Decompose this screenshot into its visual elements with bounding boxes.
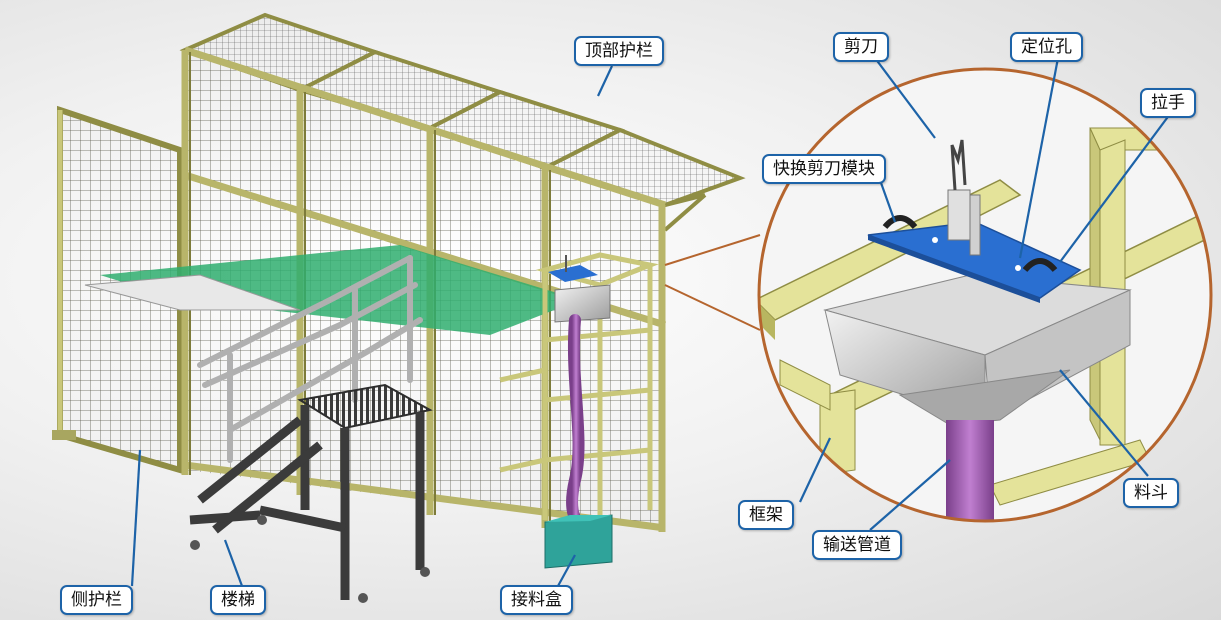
stair-platform [189, 383, 433, 603]
conveying-pipe-label: 输送管道 [812, 530, 902, 560]
leader-lines [130, 57, 1171, 587]
detail-connector-lines [664, 234, 761, 331]
side-guardrail-label: 侧护栏 [60, 585, 133, 615]
top-guardrail-label: 顶部护栏 [574, 36, 664, 66]
scissors-label: 剪刀 [833, 32, 889, 62]
locating-hole-label: 定位孔 [1010, 32, 1083, 62]
handle-label: 拉手 [1140, 88, 1196, 118]
top-guardrail-panels [179, 12, 746, 232]
small-blue-module [548, 255, 598, 282]
frame-label: 框架 [738, 500, 794, 530]
small-hopper [554, 284, 611, 323]
handrails [197, 255, 423, 463]
quick-change-scissor-module-label: 快换剪刀模块 [762, 154, 886, 184]
detail-circle-border [757, 67, 1213, 523]
collection-frame [499, 252, 659, 530]
small-collection-box [544, 514, 613, 569]
hopper-label: 料斗 [1123, 478, 1179, 508]
stairs-label: 楼梯 [210, 585, 266, 615]
conveyor-belt [84, 245, 580, 335]
collection-box-label: 接料盒 [500, 585, 573, 615]
